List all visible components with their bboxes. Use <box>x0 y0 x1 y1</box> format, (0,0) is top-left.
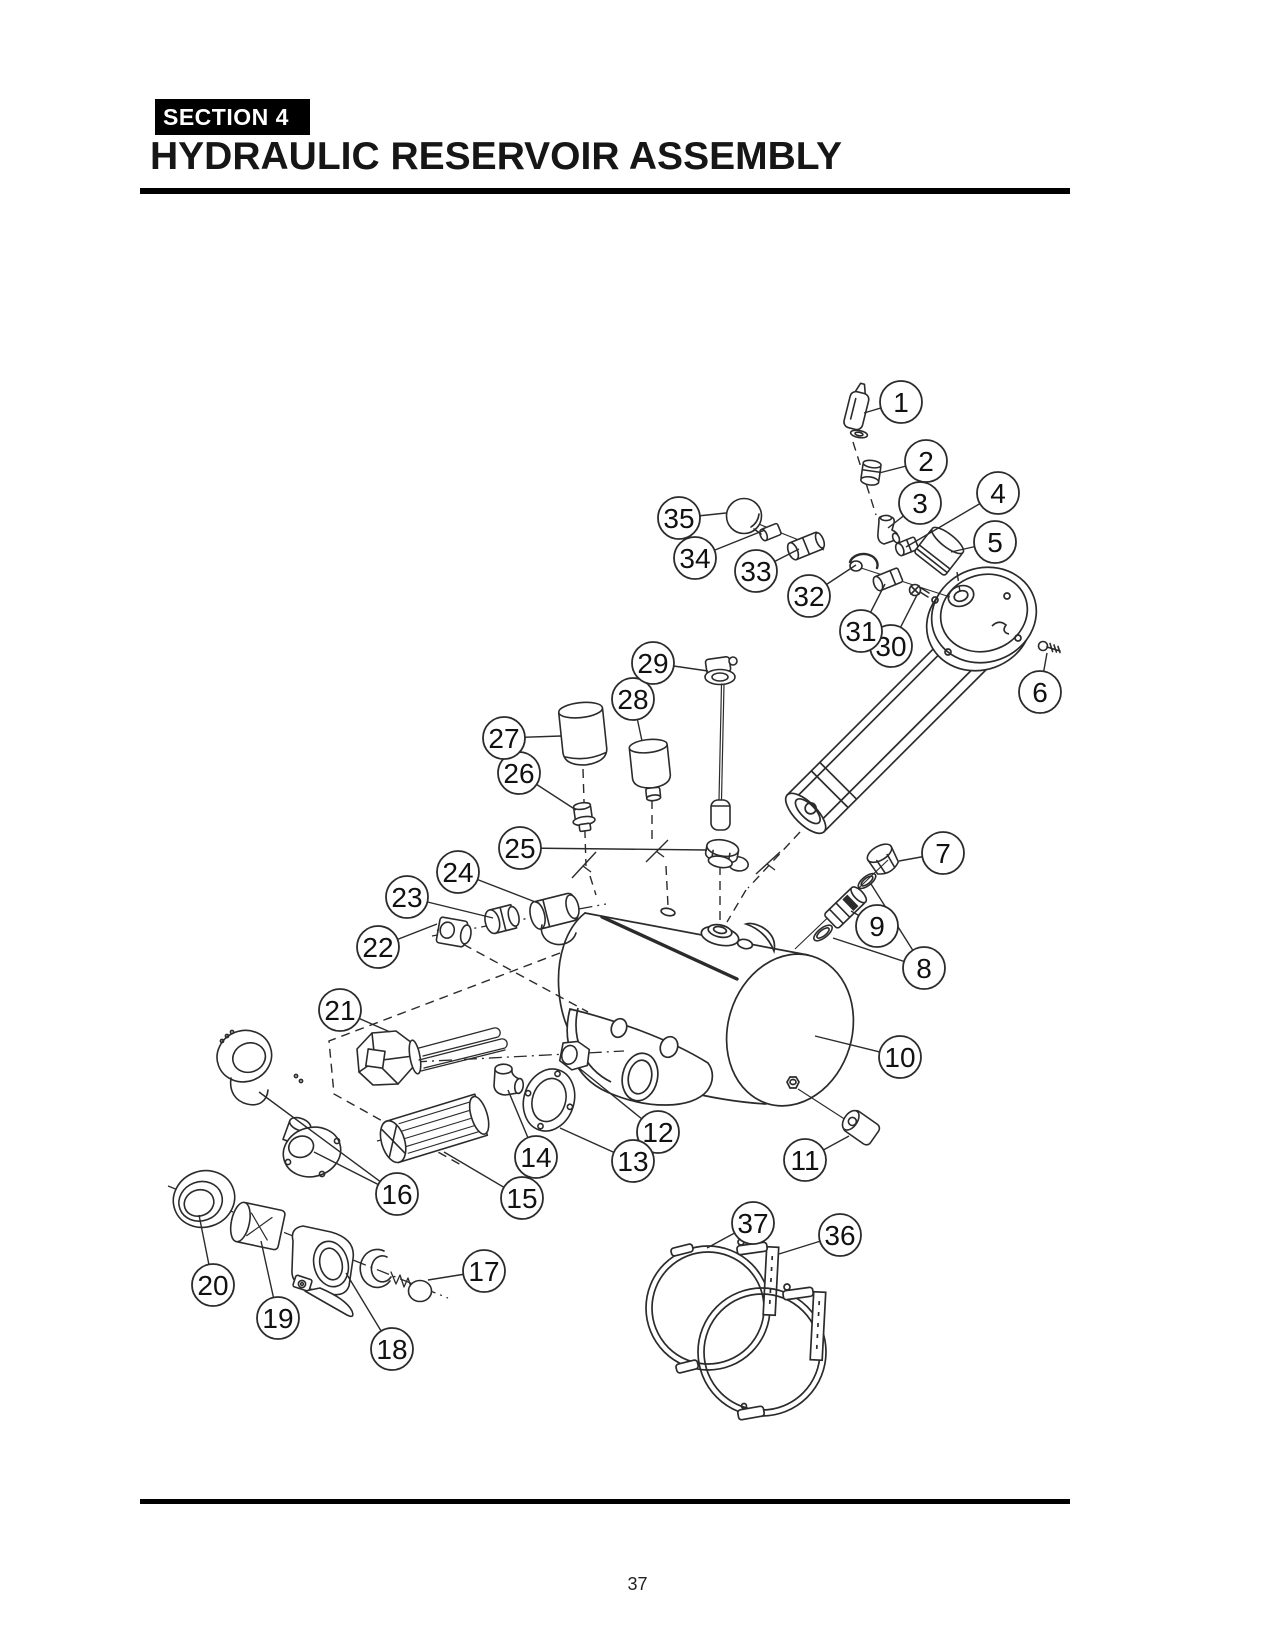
callout-29: 29 <box>631 641 675 685</box>
header-rule <box>140 188 1070 194</box>
callout-18: 18 <box>370 1327 414 1371</box>
callout-33: 33 <box>734 549 778 593</box>
footer-rule <box>140 1499 1070 1504</box>
callout-19: 19 <box>256 1296 300 1340</box>
callout-25: 25 <box>498 826 542 870</box>
svg-text:17: 17 <box>468 1256 499 1287</box>
callout-1: 1 <box>879 380 923 424</box>
svg-text:26: 26 <box>503 758 534 789</box>
svg-text:1: 1 <box>893 387 909 418</box>
callout-12: 12 <box>636 1110 680 1154</box>
svg-text:23: 23 <box>391 882 422 913</box>
svg-text:35: 35 <box>663 503 694 534</box>
svg-text:16: 16 <box>381 1179 412 1210</box>
svg-text:32: 32 <box>793 581 824 612</box>
svg-text:5: 5 <box>987 527 1003 558</box>
callout-22: 22 <box>356 925 400 969</box>
svg-text:36: 36 <box>824 1220 855 1251</box>
page-number: 37 <box>627 1574 648 1594</box>
callout-36: 36 <box>818 1213 862 1257</box>
svg-text:7: 7 <box>935 838 951 869</box>
callout-15: 15 <box>500 1176 544 1220</box>
callout-34: 34 <box>673 536 717 580</box>
svg-text:24: 24 <box>442 857 473 888</box>
reservoir-tank-illustration <box>557 907 855 1107</box>
svg-text:37: 37 <box>737 1208 768 1239</box>
section-label: SECTION 4 <box>163 103 289 130</box>
svg-text:28: 28 <box>617 684 648 715</box>
callout-9: 9 <box>855 904 899 948</box>
section-badge: SECTION 4 <box>155 99 310 135</box>
svg-text:34: 34 <box>679 543 710 574</box>
callout-20: 20 <box>191 1263 235 1307</box>
callout-8: 8 <box>902 946 946 990</box>
fitting-parts-illustrations <box>172 382 1061 1318</box>
svg-text:11: 11 <box>790 1145 819 1176</box>
tank-saddle-bracket-illustration <box>566 1007 714 1106</box>
svg-text:15: 15 <box>506 1183 537 1214</box>
callout-4: 4 <box>976 471 1020 515</box>
svg-text:10: 10 <box>884 1042 915 1073</box>
callout-6: 6 <box>1018 670 1062 714</box>
callout-23: 23 <box>385 875 429 919</box>
svg-text:13: 13 <box>617 1146 648 1177</box>
callout-16: 16 <box>375 1172 419 1216</box>
svg-text:27: 27 <box>488 723 519 754</box>
callout-35: 35 <box>657 496 701 540</box>
svg-text:29: 29 <box>637 648 668 679</box>
callout-10: 10 <box>878 1035 922 1079</box>
svg-text:22: 22 <box>362 932 393 963</box>
callout-24: 24 <box>436 850 480 894</box>
svg-text:33: 33 <box>740 556 771 587</box>
svg-text:2: 2 <box>918 446 934 477</box>
callout-32: 32 <box>787 574 831 618</box>
callout-14: 14 <box>514 1135 558 1179</box>
svg-text:12: 12 <box>642 1117 673 1148</box>
svg-text:9: 9 <box>869 911 885 942</box>
svg-text:25: 25 <box>504 833 535 864</box>
callout-31: 31 <box>839 609 883 653</box>
svg-text:4: 4 <box>990 478 1006 509</box>
callout-27: 27 <box>482 716 526 760</box>
svg-text:8: 8 <box>916 953 932 984</box>
svg-text:18: 18 <box>376 1334 407 1365</box>
svg-text:19: 19 <box>262 1303 293 1334</box>
callout-3: 3 <box>898 481 942 525</box>
callout-leader-25 <box>519 847 708 851</box>
callout-leader-16 <box>258 1091 398 1195</box>
svg-text:21: 21 <box>324 995 355 1026</box>
svg-text:3: 3 <box>912 488 928 519</box>
svg-text:6: 6 <box>1032 677 1048 708</box>
callout-21: 21 <box>318 988 362 1032</box>
callout-11: 11 <box>783 1138 827 1182</box>
callout-2: 2 <box>904 439 948 483</box>
svg-text:31: 31 <box>845 616 876 647</box>
callout-17: 17 <box>462 1249 506 1293</box>
callout-37: 37 <box>731 1201 775 1245</box>
svg-text:20: 20 <box>197 1270 228 1301</box>
mounting-straps-illustration <box>645 1238 827 1421</box>
callout-7: 7 <box>921 831 965 875</box>
filler-strainer-illustration <box>784 566 1038 835</box>
callout-28: 28 <box>611 677 655 721</box>
svg-text:14: 14 <box>520 1142 551 1173</box>
callout-26: 26 <box>497 751 541 795</box>
callout-5: 5 <box>973 520 1017 564</box>
callout-13: 13 <box>611 1139 655 1183</box>
page-title: HYDRAULIC RESERVOIR ASSEMBLY <box>150 135 843 178</box>
